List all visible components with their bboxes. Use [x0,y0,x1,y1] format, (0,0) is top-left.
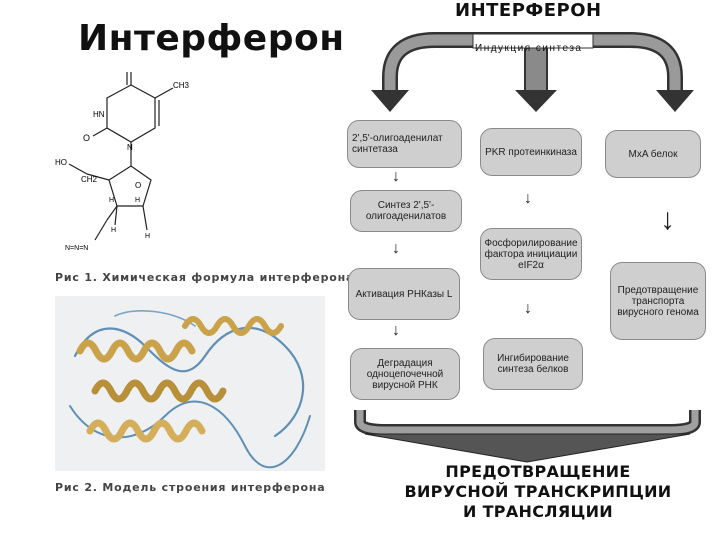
outcome-line-1: ПРЕДОТВРАЩЕНИЕ [445,462,631,481]
converging-arrow [354,410,701,463]
atom-h1: H [109,197,114,204]
figure1-caption: Рис 1. Химическая формула интерферона [55,271,355,284]
slide-title: Интерферон [78,18,345,59]
arrow-down-5: ↓ [524,300,532,317]
atom-azide: N=N=N [65,245,88,252]
atom-hn: HN [93,110,105,119]
arrow-down-3: ↓ [392,322,400,339]
figure2-caption: Рис 2. Модель строения интерферона [55,481,326,494]
atom-h4: H [145,233,150,240]
box-degradation-rna: Деградация одноцепочечной вирусной РНК [350,348,460,400]
box-phosphorylation: Фосфорилирование фактора инициации eIF2α [480,228,582,280]
atom-n: N [127,143,133,152]
arrow-down-2: ↓ [392,240,400,257]
box-synthesis-oligo: Синтез 2',5'-олигоаденилатов [350,190,462,232]
atom-h2: H [135,197,140,204]
box-oligoadenylate-synthetase: 2',5'-олигоаденилат синтетаза [347,120,462,168]
arrow-down-4: ↓ [524,190,532,207]
outcome-text: ПРЕДОТВРАЩЕНИЕ ВИРУСНОЙ ТРАНСКРИПЦИИ И Т… [388,462,688,522]
protein-ribbon-model [55,296,325,471]
atom-h3: H [111,227,116,234]
atom-o-ring: O [135,181,141,190]
outcome-line-3: И ТРАНСЛЯЦИИ [463,502,613,521]
box-activation-rnase: Активация РНКазы L [348,268,460,320]
outcome-line-2: ВИРУСНОЙ ТРАНСКРИПЦИИ [404,482,672,501]
atom-ch3: CH3 [173,81,190,90]
atom-ho: HO [55,158,67,167]
box-prevent-transport: Предотвращение транспорта вирусного гено… [610,262,706,340]
arrow-down-1: ↓ [392,168,400,185]
chemical-formula-figure: O CH3 HN O N HO CH2 O H H H H N=N=N [55,70,325,265]
induction-arrows [371,32,694,112]
induction-label: Индукция синтеза [475,43,583,54]
arrow-down-6: ↓ [660,203,675,236]
box-pkr-kinase: PKR протеинкиназа [480,128,582,176]
atom-o-left: O [83,133,90,143]
box-mx-protein: MxA белок [605,130,701,178]
box-inhibition-synthesis: Ингибирование синтеза белков [483,338,583,390]
atom-o-top: O [125,70,132,72]
diagram-title: ИНТЕРФЕРОН [455,0,602,21]
atom-ch2: CH2 [81,175,98,184]
